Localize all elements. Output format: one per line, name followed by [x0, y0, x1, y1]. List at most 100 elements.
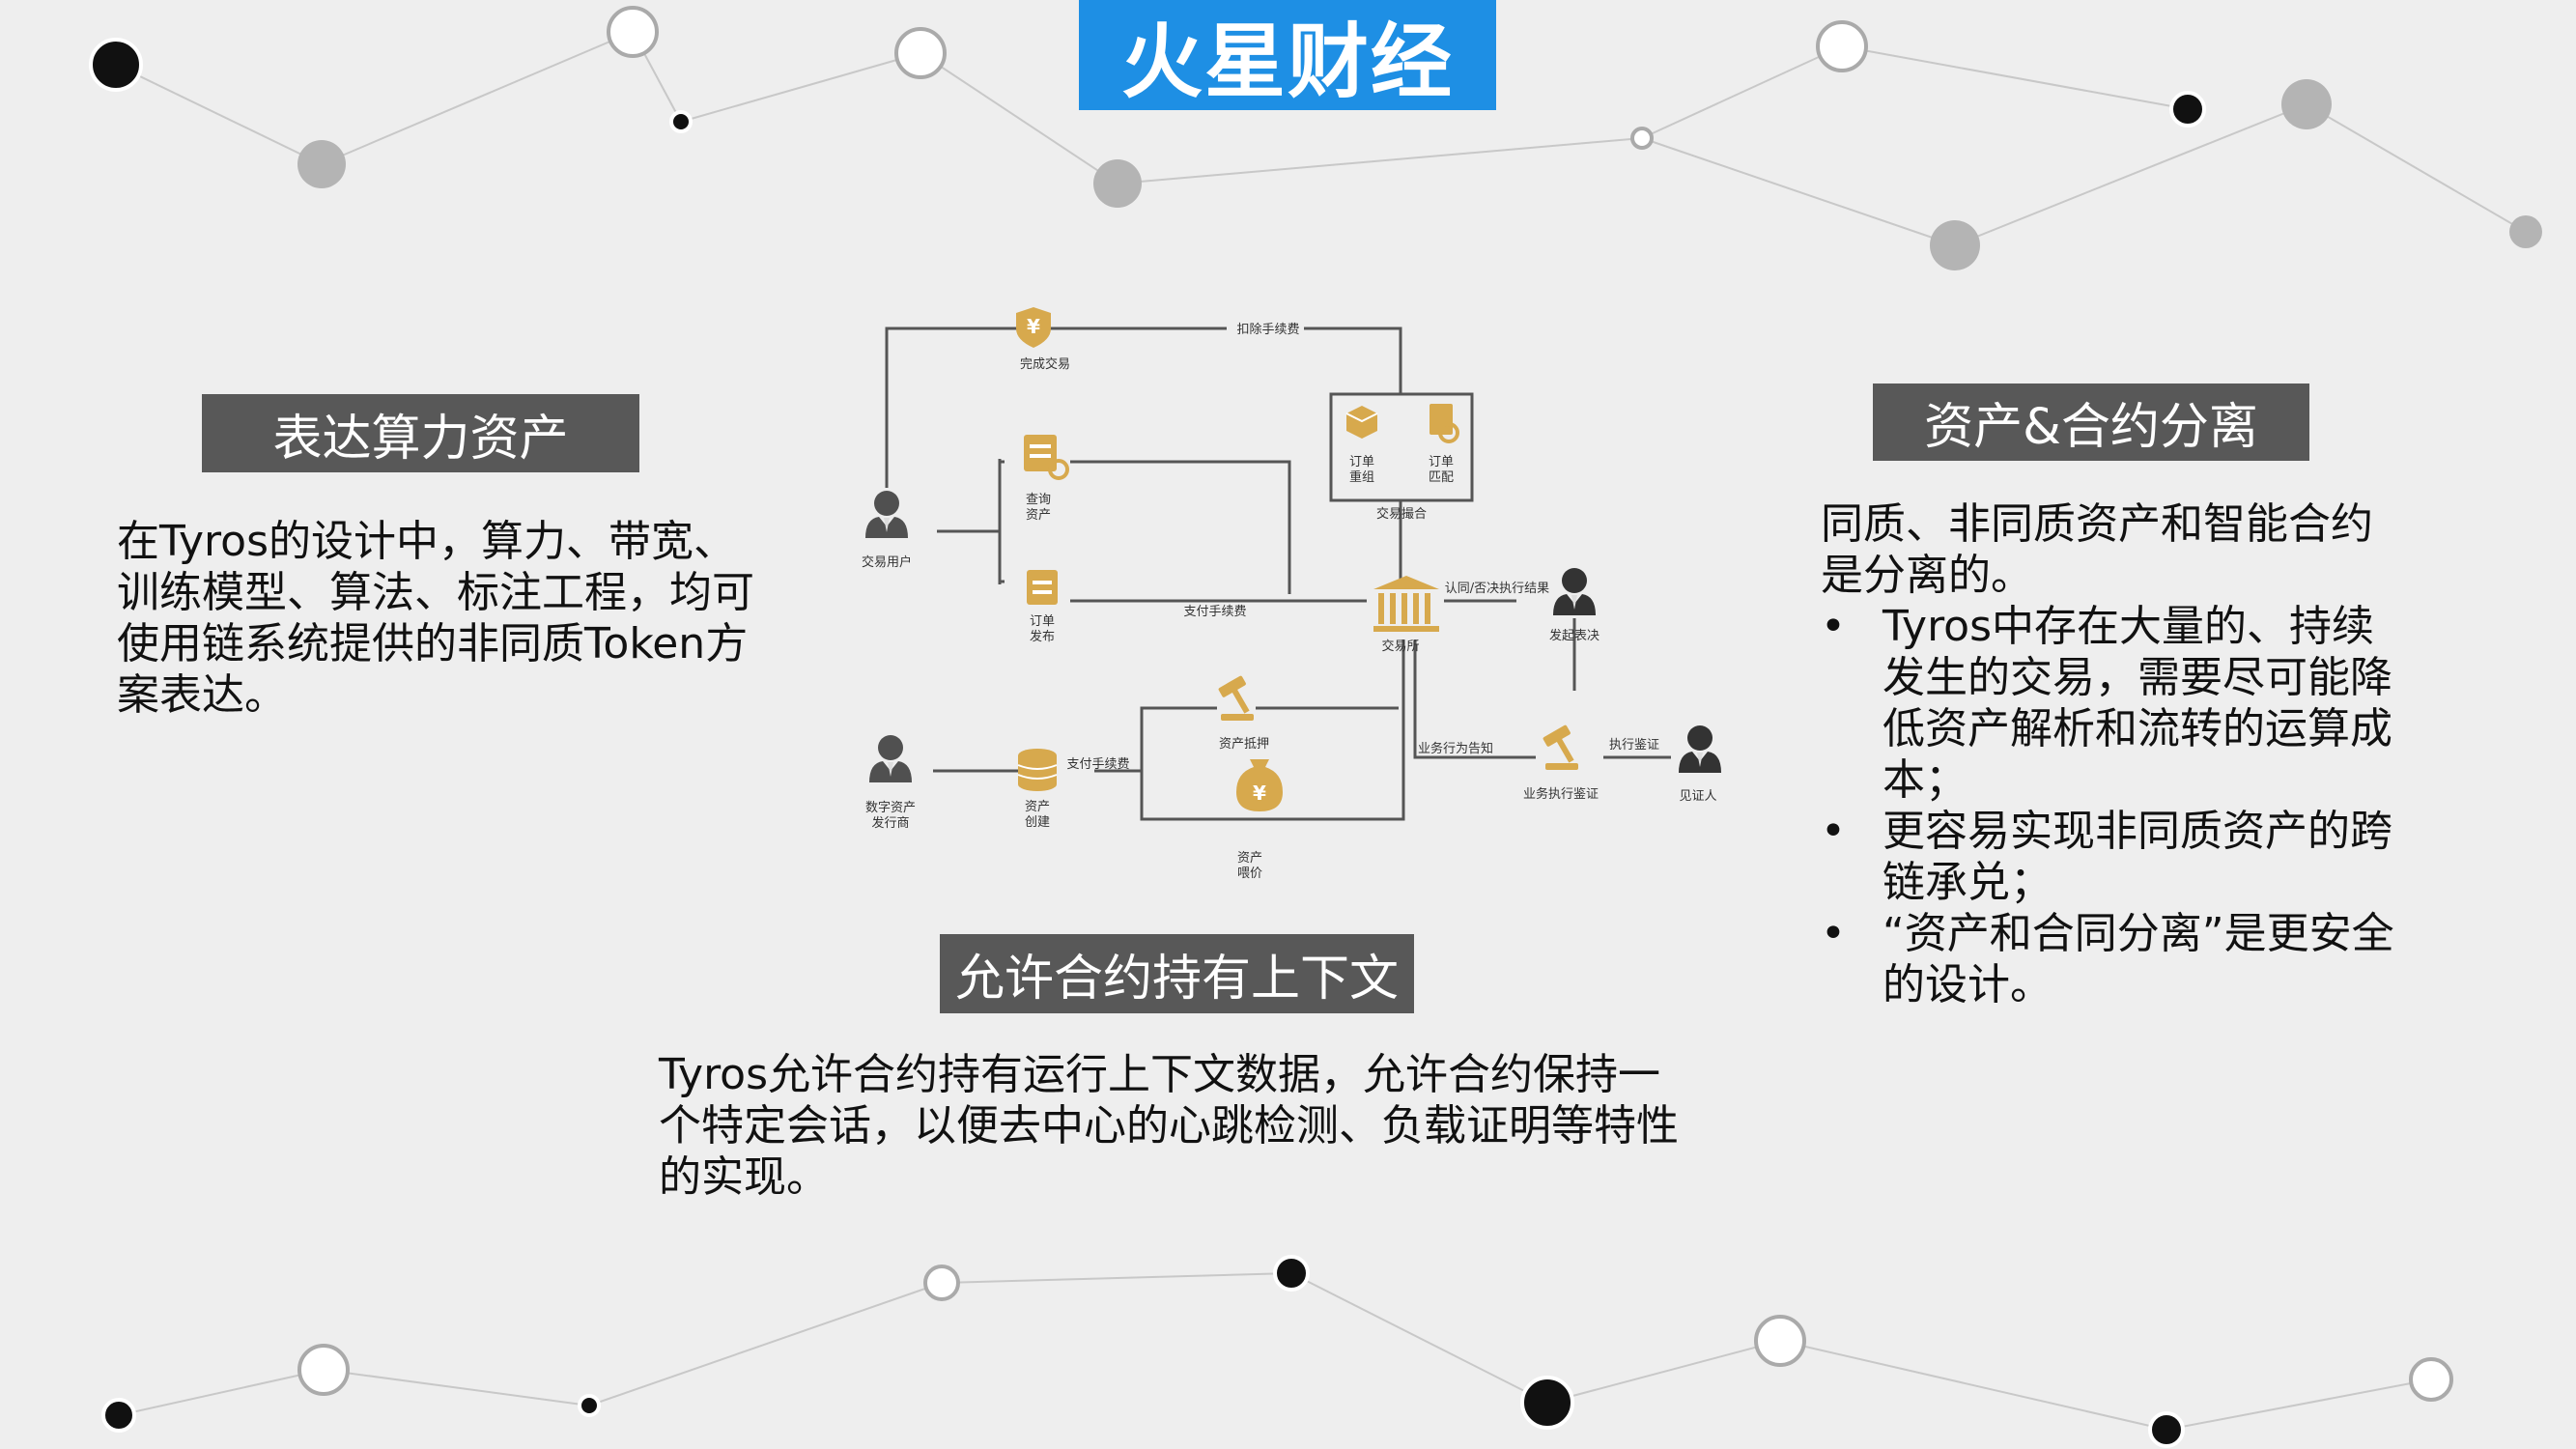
network-edge — [1954, 103, 2307, 246]
node-label: 交易用户 — [862, 554, 912, 570]
network-node — [1273, 1255, 1310, 1292]
node-query-asset: 查询 资产 — [1024, 435, 1069, 523]
network-edge — [588, 1282, 943, 1406]
network-node — [2409, 1357, 2453, 1402]
node-label: 订单 — [1349, 455, 1374, 469]
clipboard-icon — [1027, 570, 1058, 605]
gavel-icon — [1217, 674, 1254, 721]
section-intro: 同质、非同质资产和智能合约是分离的。 — [1821, 499, 2373, 600]
network-edge — [323, 1369, 590, 1406]
bank-icon — [1373, 576, 1439, 589]
network-edge — [2166, 1378, 2432, 1431]
shield-yen-icon — [1016, 307, 1051, 348]
section-title-asset-contract-separation: 资产&合约分离 — [1873, 384, 2309, 461]
network-edge — [1779, 1340, 2167, 1431]
network-node — [2281, 79, 2332, 129]
network-node — [1816, 20, 1868, 72]
network-node — [297, 140, 346, 188]
svg-text:¥: ¥ — [1253, 781, 1266, 805]
node-label: 数字资产 — [865, 801, 916, 815]
network-node — [1930, 220, 1980, 270]
node-label: 查询 — [1026, 493, 1051, 507]
logo-huoxing-caijing: 火星财经 — [1079, 0, 1496, 110]
connector-lines — [885, 327, 1671, 821]
network-node — [669, 110, 693, 133]
network-edge — [321, 31, 634, 165]
edge-label: 扣除手续费 — [1236, 323, 1299, 337]
network-edge — [920, 52, 1118, 185]
network-edge — [2306, 103, 2527, 233]
user-icon — [869, 735, 912, 782]
node-label: 订单 — [1429, 455, 1454, 469]
node-label: 业务执行鉴证 — [1523, 786, 1599, 802]
network-node — [1093, 159, 1142, 208]
bullet-list: Tyros中存在大量的、持续发生的交易，需要尽可能降低资产解析和流转的运算成本；… — [1821, 601, 2400, 1010]
network-edge — [1546, 1340, 1781, 1404]
node-label: 见证人 — [1679, 789, 1716, 804]
node-label: 重组 — [1349, 469, 1374, 485]
node-label: 发布 — [1030, 629, 1055, 644]
node-order-publish: 订单 发布 — [1027, 570, 1058, 644]
network-edge — [1841, 45, 2189, 110]
edge-label: 支付手续费 — [1183, 605, 1246, 619]
node-asset-create: 资产 创建 — [1017, 749, 1058, 830]
node-label: 资产 — [1026, 508, 1051, 523]
edge-label: 认同/否决执行结果 — [1445, 582, 1549, 596]
node-asset-pledge: 资产抵押 — [1217, 674, 1269, 752]
network-node — [2169, 91, 2206, 128]
network-edge — [118, 1369, 325, 1416]
network-node — [89, 38, 143, 92]
gavel-icon — [1542, 724, 1578, 770]
node-tx-user: 交易用户 — [862, 491, 912, 570]
network-edge — [1641, 45, 1843, 139]
network-node — [2509, 215, 2542, 248]
user-icon — [1679, 725, 1721, 773]
network-edge — [680, 52, 921, 123]
edge-label: 执行鉴证 — [1609, 738, 1659, 753]
section-title-compute-assets: 表达算力资产 — [202, 394, 639, 472]
node-witness: 见证人 — [1679, 725, 1721, 804]
node-initiate-vote: 发起表决 — [1549, 568, 1599, 643]
node-label: 发起表决 — [1549, 628, 1599, 643]
network-edge — [1290, 1272, 1548, 1404]
bullet-item: Tyros中存在大量的、持续发生的交易，需要尽可能降低资产解析和流转的运算成本； — [1821, 601, 2400, 806]
network-node — [578, 1394, 601, 1417]
edge-label: 支付手续费 — [1066, 757, 1129, 772]
document-gear-icon — [1430, 404, 1453, 435]
coin-stack-icon — [1017, 749, 1058, 791]
matching-box — [1329, 392, 1474, 502]
network-node — [2148, 1411, 2185, 1448]
document-search-icon — [1024, 435, 1057, 471]
node-biz-appraisal: 业务执行鉴证 — [1523, 724, 1599, 802]
network-edge — [115, 64, 323, 165]
network-node — [923, 1264, 960, 1301]
network-node — [101, 1398, 136, 1433]
node-asset-issuer: 数字资产 发行商 — [865, 735, 916, 831]
node-label: 交易所 — [1381, 639, 1419, 654]
node-label: 资产 — [1025, 800, 1050, 814]
network-node — [1754, 1315, 1806, 1367]
node-label: 资产抵押 — [1219, 737, 1269, 752]
network-edge — [1117, 137, 1643, 185]
node-label: 喂价 — [1237, 867, 1262, 881]
network-edge — [941, 1272, 1292, 1284]
node-label: 交易撮合 — [1376, 506, 1427, 522]
section-body-asset-contract-separation: 同质、非同质资产和智能合约是分离的。 Tyros中存在大量的、持续发生的交易，需… — [1821, 498, 2400, 1010]
node-complete-tx: ¥ 完成交易 — [1016, 307, 1070, 372]
edge-labels: 扣除手续费 支付手续费 认同/否决执行结果 业务行为告知 执行鉴证 支付手续费 — [1066, 320, 1659, 772]
money-bag-icon — [1236, 759, 1283, 811]
node-label: 创建 — [1025, 815, 1050, 830]
bullet-item: “资产和合同分离”是更安全的设计。 — [1821, 908, 2400, 1010]
edge-label: 业务行为告知 — [1418, 741, 1493, 756]
network-node — [1520, 1376, 1574, 1430]
transaction-flow-diagram: ¥ 完成交易 查询 资产 订单 发布 交易用户 订单 重组 订单 匹配 交易撮合 — [862, 307, 1721, 881]
node-label: 订单 — [1030, 614, 1055, 629]
network-node — [607, 6, 659, 58]
node-label: 发行商 — [871, 815, 909, 831]
section-title-contract-context: 允许合约持有上下文 — [940, 934, 1414, 1013]
bullet-item: 更容易实现非同质资产的跨链承兑； — [1821, 806, 2400, 908]
network-node — [894, 27, 947, 79]
user-icon — [865, 491, 908, 538]
node-asset-quote: ¥ 资产 喂价 — [1236, 759, 1283, 881]
